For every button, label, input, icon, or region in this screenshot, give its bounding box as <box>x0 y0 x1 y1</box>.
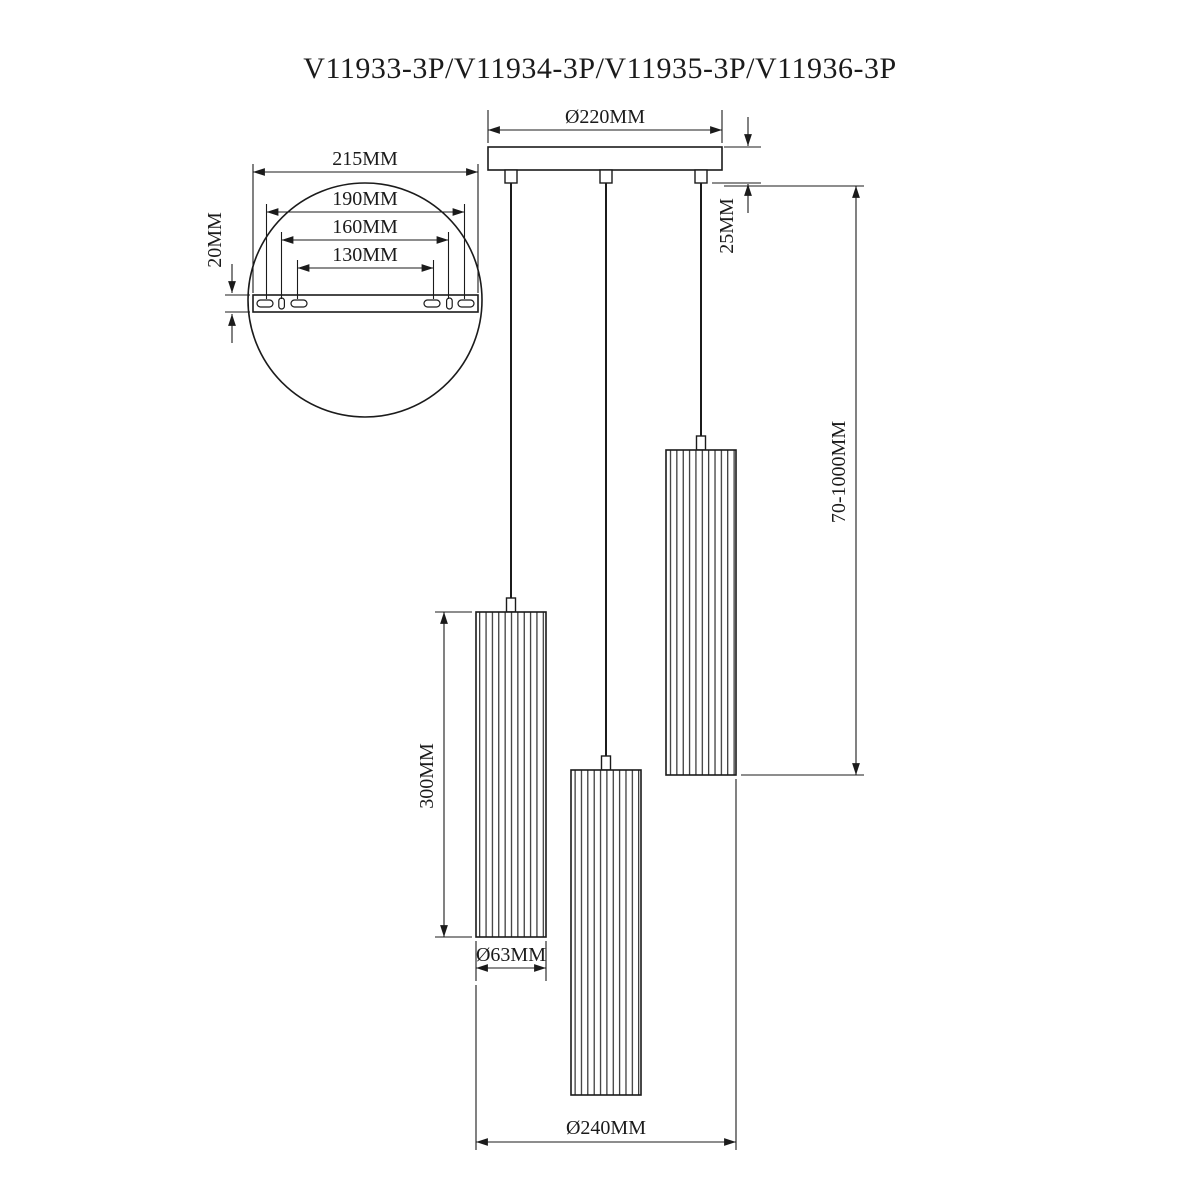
detail-bubble-circle <box>247 182 483 418</box>
dim-shade-length <box>435 611 472 938</box>
pendant-shade-right <box>665 435 737 776</box>
shade-top-fitting <box>600 755 612 771</box>
suspension-range-label: 70-1000MM <box>828 421 850 523</box>
dim-overall-diameter <box>475 779 737 1150</box>
cord-grip-middle <box>599 169 613 184</box>
dim-hole-spacing-inner <box>296 260 435 299</box>
hole-spacing-outer-label: 190MM <box>332 188 398 210</box>
hole-spacing-middle-label: 160MM <box>332 216 398 238</box>
shade-top-fitting <box>695 435 707 451</box>
dim-shade-diameter <box>475 941 547 981</box>
mounting-plate-section <box>252 294 479 313</box>
product-codes-title: V11933-3P/V11934-3P/V11935-3P/V11936-3P <box>303 52 896 85</box>
shade-length-label: 300MM <box>416 743 438 809</box>
shade-top-fitting <box>505 597 517 613</box>
dim-suspension-range <box>724 185 864 776</box>
mounting-hole <box>446 297 453 310</box>
pendant-shade-left <box>475 597 547 938</box>
dim-hole-spacing-outer <box>265 204 466 299</box>
dim-plate-height <box>225 264 250 343</box>
canopy-height-label: 25MM <box>716 198 738 254</box>
fluted-shade-body <box>665 449 737 776</box>
mounting-plate-detail-view <box>247 182 483 418</box>
mounting-slot <box>423 299 441 308</box>
mounting-hole <box>278 297 285 310</box>
fluted-shade-body <box>475 611 547 938</box>
pendant-shade-middle <box>570 755 642 1096</box>
hole-spacing-inner-label: 130MM <box>332 244 398 266</box>
overall-diameter-label: Ø240MM <box>566 1117 646 1139</box>
plate-height-label: 20MM <box>204 212 226 268</box>
canopy-front-view <box>487 146 723 184</box>
cord-grip-left <box>504 169 518 184</box>
dim-canopy-height <box>712 117 761 213</box>
mounting-slot <box>256 299 274 308</box>
mounting-slot <box>290 299 308 308</box>
plate-length-label: 215MM <box>332 148 398 170</box>
cord-grip-right <box>694 169 708 184</box>
dim-canopy-diameter <box>487 110 723 143</box>
fluted-shade-body <box>570 769 642 1096</box>
canopy-diameter-label: Ø220MM <box>565 106 645 128</box>
dim-plate-length <box>252 164 479 293</box>
suspension-cords <box>510 183 702 757</box>
dim-hole-spacing-middle <box>280 232 450 299</box>
canopy-plate <box>487 146 723 171</box>
shade-diameter-label: Ø63MM <box>476 944 546 966</box>
mounting-slot <box>457 299 475 308</box>
